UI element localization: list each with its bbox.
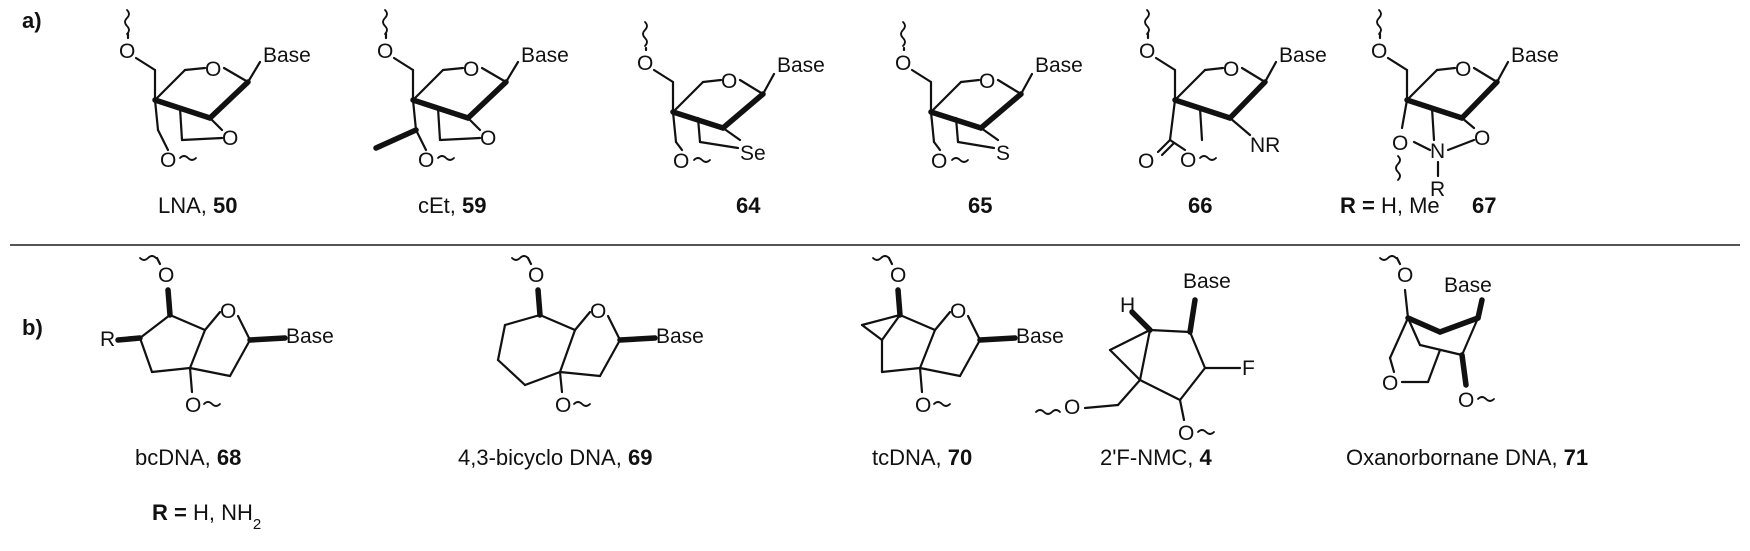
atom-base: Base bbox=[1511, 44, 1559, 67]
atom-base: Base bbox=[777, 54, 825, 77]
atom-o4: O bbox=[220, 300, 236, 323]
atom-o2: O bbox=[222, 127, 238, 150]
panel-label-a: a) bbox=[22, 8, 42, 33]
atom-o5: O bbox=[1371, 40, 1387, 63]
atom-r: R bbox=[1430, 178, 1445, 201]
atom-o5: O bbox=[119, 40, 135, 63]
atom-o5: O bbox=[528, 264, 544, 287]
atom-o3: O bbox=[1178, 422, 1194, 445]
structure-64: O O Base O Se 64 bbox=[637, 21, 825, 218]
atom-o2: O bbox=[1474, 127, 1490, 150]
atom-o3: O bbox=[673, 150, 689, 173]
atom-o3: O bbox=[915, 394, 931, 417]
atom-base: Base bbox=[1183, 270, 1231, 293]
caption-69: 4,3-bicyclo DNA, 69 bbox=[458, 445, 652, 470]
atom-s: S bbox=[996, 142, 1010, 165]
atom-o3: O bbox=[1458, 389, 1474, 412]
caption-66: 66 bbox=[1188, 193, 1212, 218]
atom-nr: NR bbox=[1250, 134, 1280, 157]
atom-o3: O bbox=[160, 149, 176, 172]
atom-o4: O bbox=[950, 300, 966, 323]
atom-o5: O bbox=[895, 52, 911, 75]
atom-o4: O bbox=[590, 300, 606, 323]
caption-67: 67 bbox=[1472, 193, 1496, 218]
atom-o4: O bbox=[979, 70, 995, 93]
structure-cet-59: O O Base O O cEt, 59 bbox=[373, 9, 569, 218]
atom-se: Se bbox=[740, 142, 766, 165]
atom-oxo: O bbox=[1138, 150, 1154, 173]
structure-lna-50: O O Base O O LNA, 50 bbox=[119, 9, 311, 218]
atom-o5: O bbox=[637, 52, 653, 75]
structure-67: O O Base O N R O 67 bbox=[1371, 9, 1559, 218]
atom-base: Base bbox=[1444, 274, 1492, 297]
atom-o4: O bbox=[205, 58, 221, 81]
caption-68: bcDNA, 68 bbox=[135, 445, 241, 470]
atom-o5: O bbox=[1139, 40, 1155, 63]
caption-70: tcDNA, 70 bbox=[872, 445, 972, 470]
atom-base: Base bbox=[521, 44, 569, 67]
structure-nmc-4: H Base F O O 2'F-NMC, 4 bbox=[1035, 270, 1255, 470]
structure-65: O O Base O S 65 bbox=[895, 21, 1083, 218]
atom-o5: O bbox=[890, 264, 906, 287]
atom-base: Base bbox=[263, 44, 311, 67]
atom-o3: O bbox=[931, 150, 947, 173]
caption-71: Oxanorbornane DNA, 71 bbox=[1346, 445, 1588, 470]
atom-o5: O bbox=[158, 264, 174, 287]
r-group-note-a: R = H, Me bbox=[1340, 193, 1440, 218]
atom-base: Base bbox=[1016, 325, 1064, 348]
structure-66: O O Base O O NR 66 bbox=[1138, 9, 1327, 218]
caption-59: cEt, 59 bbox=[418, 193, 487, 218]
atom-o5: O bbox=[1397, 264, 1413, 287]
atom-o4: O bbox=[463, 58, 479, 81]
caption-4: 2'F-NMC, 4 bbox=[1100, 445, 1213, 470]
atom-o3: O bbox=[185, 394, 201, 417]
atom-f: F bbox=[1242, 357, 1255, 380]
atom-o3: O bbox=[555, 394, 571, 417]
atom-o4: O bbox=[1223, 58, 1239, 81]
structure-bicyclo-69: O O Base O 4,3-bicyclo DNA, 69 bbox=[458, 255, 704, 470]
atom-n: N bbox=[1430, 140, 1445, 163]
caption-64: 64 bbox=[736, 193, 761, 218]
atom-o5: O bbox=[377, 40, 393, 63]
atom-o3: O bbox=[1180, 149, 1196, 172]
atom-o-bridge: O bbox=[1382, 372, 1398, 395]
structure-tcdna-70: O O Base O tcDNA, 70 bbox=[860, 255, 1064, 470]
structure-bcdna-68: O O Base R O bcDNA, 68 R = H, NH2 bbox=[100, 255, 334, 533]
caption-65: 65 bbox=[968, 193, 992, 218]
structure-oxanorbornane-71: O Base O O Oxanorbornane DNA, 71 bbox=[1346, 255, 1588, 470]
atom-o3: O bbox=[418, 149, 434, 172]
panel-label-b: b) bbox=[22, 315, 43, 340]
atom-o2: O bbox=[480, 127, 496, 150]
atom-o4: O bbox=[1455, 58, 1471, 81]
atom-base: Base bbox=[1035, 54, 1083, 77]
atom-o4: O bbox=[721, 70, 737, 93]
atom-base: Base bbox=[1279, 44, 1327, 67]
atom-r: R bbox=[100, 328, 115, 351]
atom-o5: O bbox=[1064, 396, 1080, 419]
atom-base: Base bbox=[656, 325, 704, 348]
atom-o3: O bbox=[1392, 132, 1408, 155]
caption-50: LNA, 50 bbox=[158, 193, 238, 218]
atom-base: Base bbox=[286, 325, 334, 348]
r-group-note-b: R = H, NH2 bbox=[152, 500, 261, 533]
